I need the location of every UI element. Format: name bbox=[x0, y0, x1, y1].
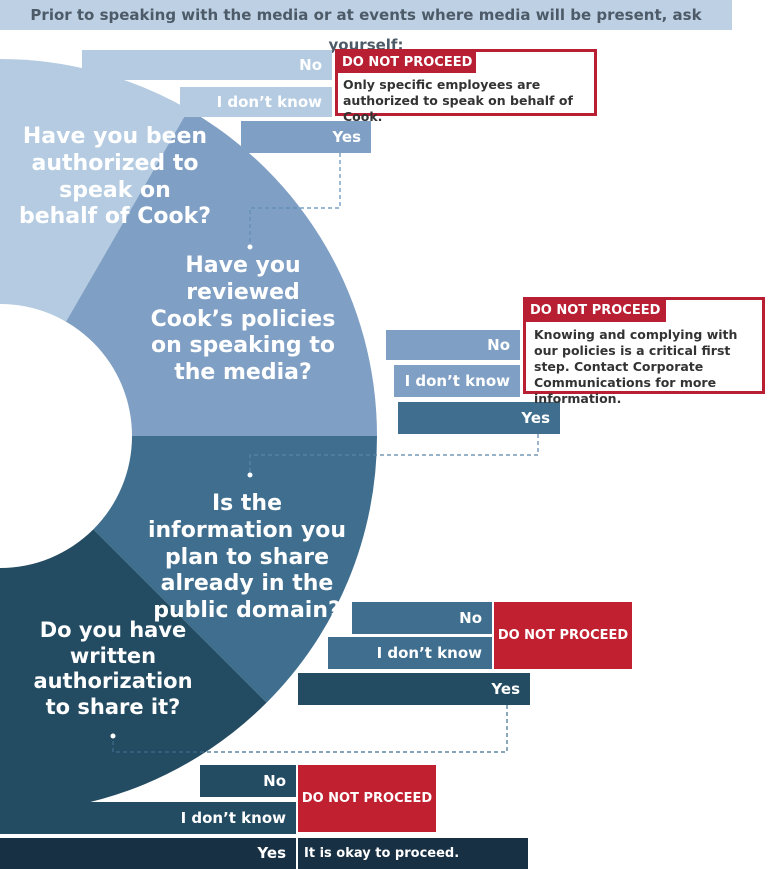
connector-3 bbox=[112, 705, 508, 753]
header-banner: Prior to speaking with the media or at e… bbox=[0, 0, 732, 54]
connector-1 bbox=[249, 153, 341, 245]
step4-do-not-proceed-box: DO NOT PROCEED bbox=[298, 765, 436, 832]
step4-dont-know-option[interactable]: I don’t know bbox=[0, 802, 296, 834]
step4-no-option[interactable]: No bbox=[200, 765, 296, 797]
step3-dont-know-option[interactable]: I don’t know bbox=[328, 637, 492, 669]
step2-do-not-proceed-label: DO NOT PROCEED bbox=[526, 300, 666, 322]
step2-do-not-proceed-message: Knowing and complying with our policies … bbox=[534, 327, 738, 406]
final-outcome-bar: It is okay to proceed. bbox=[298, 838, 528, 869]
step4-yes-option[interactable]: Yes bbox=[0, 838, 296, 869]
step1-do-not-proceed-label: DO NOT PROCEED bbox=[338, 52, 476, 73]
step3-do-not-proceed-box: DO NOT PROCEED bbox=[494, 602, 632, 669]
step3-yes-option[interactable]: Yes bbox=[298, 673, 530, 705]
connector-2 bbox=[249, 434, 539, 474]
connector-dot-2 bbox=[247, 472, 253, 478]
step2-do-not-proceed-box: DO NOT PROCEED Knowing and complying wit… bbox=[523, 297, 765, 406]
step2-no-option[interactable]: No bbox=[386, 330, 520, 360]
step2-dont-know-option[interactable]: I don’t know bbox=[394, 365, 520, 397]
step3-no-option[interactable]: No bbox=[352, 602, 492, 634]
step1-do-not-proceed-message: Only specific employees are authorized t… bbox=[343, 77, 573, 124]
question-3: Is the information you plan to share alr… bbox=[147, 491, 347, 624]
step2-yes-option[interactable]: Yes bbox=[398, 402, 560, 434]
step1-yes-option[interactable]: Yes bbox=[241, 121, 371, 153]
connector-dot-1 bbox=[247, 244, 253, 250]
connector-dot-3 bbox=[110, 733, 116, 739]
question-2: Have you reviewed Cook’s policies on spe… bbox=[150, 253, 336, 386]
wheel-center-hole bbox=[0, 304, 132, 568]
step1-no-option[interactable]: No bbox=[82, 50, 332, 80]
question-1: Have you been authorized to speak on beh… bbox=[18, 124, 212, 230]
step1-do-not-proceed-box: DO NOT PROCEED Only specific employees a… bbox=[335, 49, 597, 124]
final-outcome-text: It is okay to proceed. bbox=[304, 846, 460, 861]
step1-dont-know-option[interactable]: I don’t know bbox=[180, 87, 332, 117]
question-4: Do you have written authorization to sha… bbox=[33, 618, 193, 719]
